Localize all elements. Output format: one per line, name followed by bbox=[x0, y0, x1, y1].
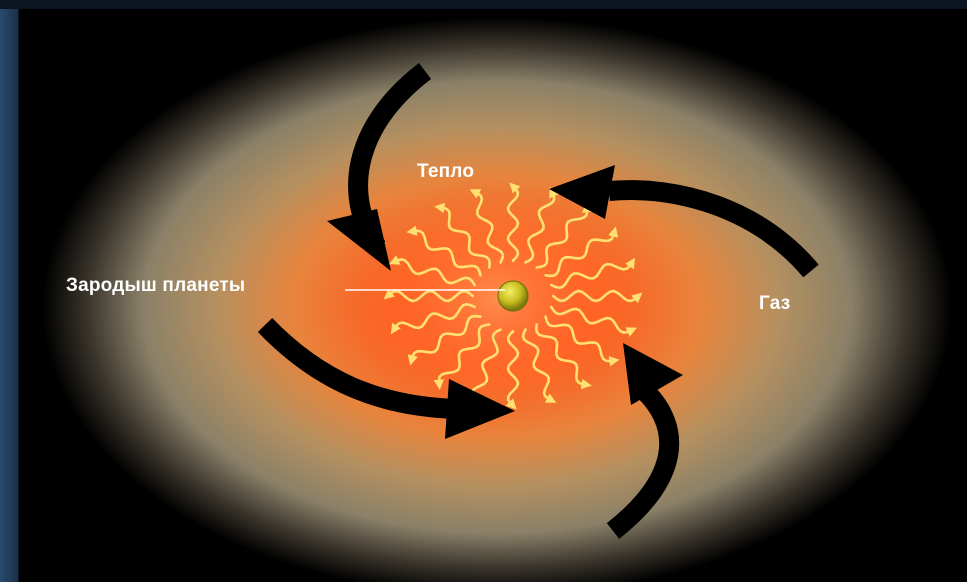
wavy-arrow-icon bbox=[467, 328, 502, 406]
arrowhead bbox=[445, 379, 515, 439]
label-planet-embryo: Зародыш планеты bbox=[66, 275, 246, 296]
wavy-arrow-icon bbox=[469, 189, 505, 264]
wavy-arrow-icon bbox=[390, 302, 476, 335]
wavy-arrow-icon bbox=[406, 225, 482, 277]
wavy-arrow-icon bbox=[505, 330, 520, 410]
curved-arrow-icon bbox=[606, 383, 680, 539]
wavy-arrow-icon bbox=[506, 182, 521, 262]
wavy-arrow-icon bbox=[388, 255, 476, 287]
wavy-arrow-icon bbox=[521, 328, 557, 403]
inflow-arrow-bottom-right bbox=[606, 343, 683, 539]
wavy-arrow-icon bbox=[524, 186, 559, 264]
label-heat: Тепло bbox=[417, 161, 475, 182]
curved-arrow-icon bbox=[608, 180, 819, 278]
heat-rays bbox=[383, 182, 643, 410]
wavy-arrow-icon bbox=[534, 323, 592, 390]
wavy-arrow-icon bbox=[550, 257, 636, 290]
diagram-stage: Тепло Зародыш планеты Газ bbox=[19, 9, 967, 582]
wavy-arrow-icon bbox=[544, 315, 620, 367]
wavy-arrow-icon bbox=[544, 226, 619, 278]
inflow-arrow-top-left bbox=[327, 63, 432, 271]
wavy-arrow-icon bbox=[535, 202, 593, 269]
label-gas: Газ bbox=[759, 293, 791, 314]
wavy-arrow-icon bbox=[434, 202, 492, 269]
inflow-arrow-right bbox=[549, 165, 819, 278]
curved-arrow-icon bbox=[257, 318, 460, 419]
wavy-arrow-icon bbox=[407, 314, 482, 366]
wavy-arrow-icon bbox=[433, 323, 491, 390]
inflow-arrow-bottom-left bbox=[257, 318, 515, 439]
arrowhead bbox=[549, 165, 615, 219]
wavy-arrow-icon bbox=[550, 305, 638, 337]
accretion-diagram bbox=[42, 17, 952, 582]
wavy-arrow-icon bbox=[383, 288, 474, 303]
wavy-arrow-icon bbox=[552, 289, 643, 304]
arrowhead bbox=[623, 343, 683, 405]
top-frame bbox=[0, 0, 967, 9]
planet-embryo-icon bbox=[497, 280, 529, 312]
arrowhead bbox=[327, 209, 391, 271]
